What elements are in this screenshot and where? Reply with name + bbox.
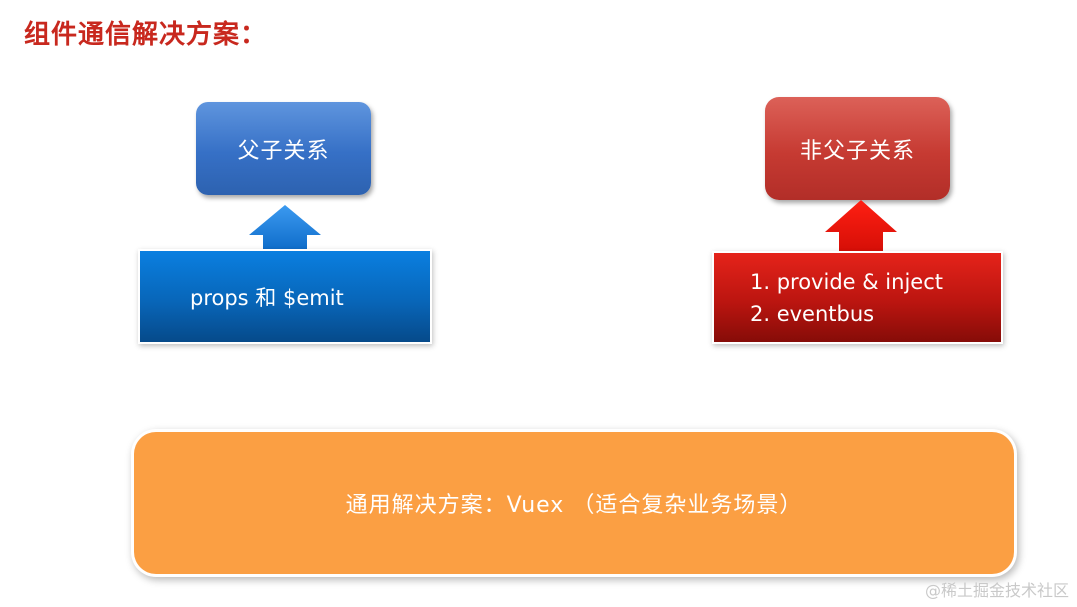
slide-title: 组件通信解决方案： bbox=[24, 20, 268, 50]
general-solution-box: 通用解决方案：Vuex （适合复杂业务场景） bbox=[134, 432, 1014, 574]
red-up-arrow-icon bbox=[825, 200, 897, 257]
parent-child-title: 父子关系 bbox=[237, 138, 330, 164]
general-solution-text: 通用解决方案：Vuex （适合复杂业务场景） bbox=[345, 493, 803, 518]
non-parent-child-title-box: 非父子关系 bbox=[765, 97, 950, 200]
non-parent-child-solution-2: 2. eventbus bbox=[750, 301, 875, 326]
non-parent-child-title: 非父子关系 bbox=[799, 138, 915, 164]
parent-child-solution: props 和 $emit bbox=[190, 285, 344, 310]
parent-child-solution-box: props 和 $emit bbox=[140, 251, 430, 342]
non-parent-child-solution-1: 1. provide & inject bbox=[750, 269, 943, 294]
parent-child-title-box: 父子关系 bbox=[196, 102, 371, 195]
watermark: @稀土掘金技术社区 bbox=[924, 581, 1069, 600]
blue-up-arrow-icon bbox=[249, 205, 321, 257]
non-parent-child-solution-box: 1. provide & inject 2. eventbus bbox=[714, 253, 1001, 342]
